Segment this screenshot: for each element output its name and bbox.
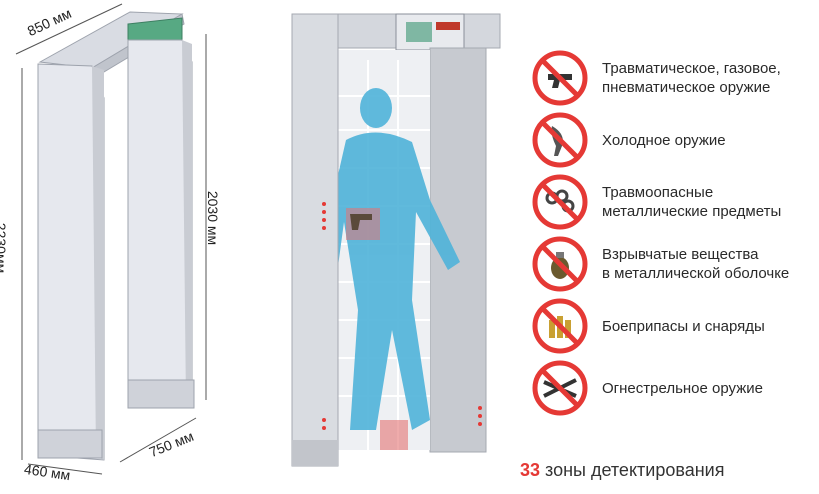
dimension-drawing: 850 мм 2230мм 2030 мм 460 мм 750 мм <box>0 0 260 489</box>
zones-count: 33 <box>520 460 541 480</box>
brass-knuckles-prohibited-icon <box>532 174 588 230</box>
prohibited-items-list: Травматическое, газовое, пневматическое … <box>532 50 819 422</box>
item-label-line1: Взрывчатые вещества <box>602 246 759 263</box>
detector-svg <box>291 13 501 467</box>
item-label-line1: Огнестрельное оружие <box>602 379 763 397</box>
item-label-line1: Боеприпасы и снаряды <box>602 317 765 335</box>
list-item: Холодное оружие <box>532 112 819 174</box>
list-item: Травматическое, газовое, пневматическое … <box>532 50 819 112</box>
list-item: Травмоопасные металлические предметы <box>532 174 819 236</box>
rifle-prohibited-icon <box>532 360 588 416</box>
zones-caption: 33 зоны детектирования <box>520 460 724 481</box>
detector-illustration <box>280 0 510 489</box>
gun-prohibited-icon <box>532 50 588 106</box>
item-label-line2: в металлической оболочке <box>602 265 790 282</box>
bullets-prohibited-icon <box>532 298 588 354</box>
zones-label: зоны детектирования <box>540 460 725 480</box>
item-label-line2: металлические предметы <box>602 203 782 220</box>
frame-drawing-svg <box>15 3 207 475</box>
item-label-line1: Травмоопасные <box>602 184 714 201</box>
list-item: Боеприпасы и снаряды <box>532 298 819 360</box>
item-label-line2: пневматическое оружие <box>602 79 771 96</box>
list-item: Огнестрельное оружие <box>532 360 819 422</box>
dim-total-height: 2230мм <box>0 222 10 274</box>
item-label-line1: Холодное оружие <box>602 131 726 149</box>
list-item: Взрывчатые вещества в металлической обол… <box>532 236 819 298</box>
dim-inner-height: 2030 мм <box>205 190 222 246</box>
item-label-line1: Травматическое, газовое, <box>602 60 781 77</box>
grenade-prohibited-icon <box>532 236 588 292</box>
knife-prohibited-icon <box>532 112 588 168</box>
